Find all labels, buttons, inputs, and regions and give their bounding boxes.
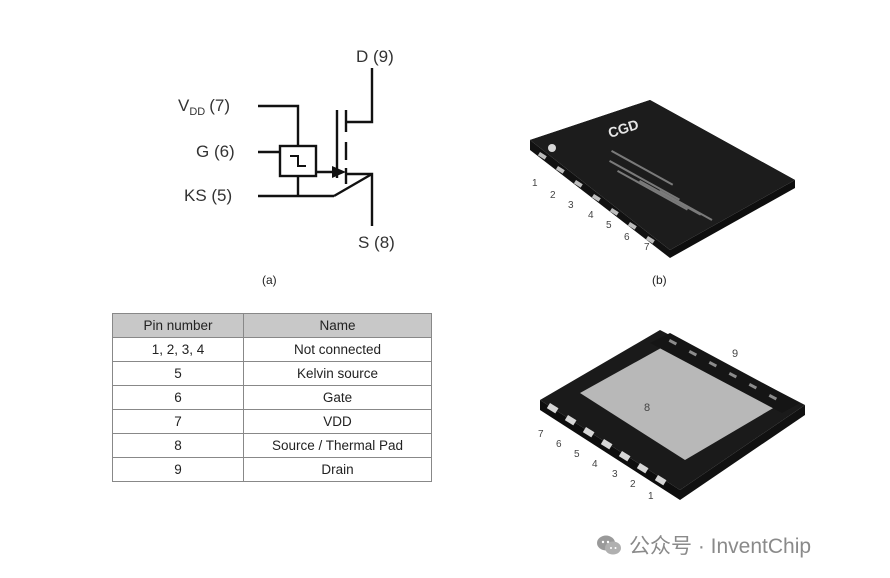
drain-wire xyxy=(346,68,374,124)
package-markings xyxy=(609,150,713,221)
svg-text:1: 1 xyxy=(648,491,654,502)
vdd-label: VDD(7) xyxy=(178,96,230,118)
caption-a: (a) xyxy=(262,273,277,287)
svg-text:1: 1 xyxy=(532,178,538,189)
vdd-wire xyxy=(258,104,300,146)
thermal-pad xyxy=(580,343,775,460)
table-row: 8 Source / Thermal Pad xyxy=(112,433,432,458)
pin-name-cell: VDD xyxy=(243,409,432,434)
pin-number-cell: 8 xyxy=(112,433,244,458)
pin-name-cell: Drain xyxy=(243,457,432,482)
table-row: 5 Kelvin source xyxy=(112,361,432,386)
table-row: 7 VDD xyxy=(112,409,432,434)
table-header-row: Pin number Name xyxy=(112,313,432,338)
svg-text:6: 6 xyxy=(624,232,630,243)
signal-leads xyxy=(546,403,667,486)
pin-name-cell: Not connected xyxy=(243,337,432,362)
pin-name-cell: Kelvin source xyxy=(243,361,432,386)
pin-name-cell: Source / Thermal Pad xyxy=(243,433,432,458)
pin-number-cell: 6 xyxy=(112,385,244,410)
drain-side-leads xyxy=(668,339,778,401)
drain-pad xyxy=(650,333,800,413)
svg-text:3: 3 xyxy=(568,200,574,211)
svg-text:3: 3 xyxy=(612,469,618,480)
top-pin-numbers: 1 2 3 4 5 6 7 xyxy=(532,178,650,253)
svg-text:5: 5 xyxy=(574,449,580,460)
table-row: 6 Gate xyxy=(112,385,432,410)
driver-symbol xyxy=(290,155,306,167)
package-top-surface xyxy=(530,100,795,250)
table-row: 9 Drain xyxy=(112,457,432,482)
header-name: Name xyxy=(243,313,432,338)
svg-text:4: 4 xyxy=(588,210,594,221)
svg-text:2: 2 xyxy=(630,479,636,490)
source-label: S (8) xyxy=(358,233,395,252)
table-row: 1, 2, 3, 4 Not connected xyxy=(112,337,432,362)
svg-text:7: 7 xyxy=(538,429,544,440)
pin-number-cell: 9 xyxy=(112,457,244,482)
svg-text:4: 4 xyxy=(592,459,598,470)
device-schematic: D (9) VDD(7) G (6) KS (5) S (8) (a) xyxy=(178,47,395,287)
caption-b: (b) xyxy=(652,273,667,287)
thermal-pad-label: 8 xyxy=(644,402,650,414)
svg-text:2: 2 xyxy=(550,190,556,201)
bottom-pin-numbers: 7 6 5 4 3 2 1 xyxy=(538,429,654,502)
package-bottom-view: 9 8 7 6 5 4 3 2 1 xyxy=(538,330,805,502)
drain-pad-label: 9 xyxy=(732,348,738,360)
package-top-view: CGD 1 2 3 4 5 6 7 (b) xyxy=(530,100,795,287)
svg-text:5: 5 xyxy=(606,220,612,231)
drain-label: D (9) xyxy=(356,47,394,66)
pin-table: Pin number Name 1, 2, 3, 4 Not connected… xyxy=(112,313,432,482)
channel-arrow xyxy=(332,166,346,178)
pin-name-cell: Gate xyxy=(243,385,432,410)
wechat-icon xyxy=(597,535,621,555)
pin-number-cell: 7 xyxy=(112,409,244,434)
header-pin-number: Pin number xyxy=(112,313,244,338)
svg-text:6: 6 xyxy=(556,439,562,450)
kelvin-source-label: KS (5) xyxy=(184,186,232,205)
pin-number-cell: 1, 2, 3, 4 xyxy=(112,337,244,362)
svg-text:7: 7 xyxy=(644,242,650,253)
pin-number-cell: 5 xyxy=(112,361,244,386)
watermark: 公众号 · InventChip xyxy=(595,530,811,560)
package-leads xyxy=(537,152,655,244)
pin1-marker xyxy=(548,144,556,152)
gate-label: G (6) xyxy=(196,142,235,161)
watermark-text: 公众号 · InventChip xyxy=(629,535,812,558)
kelvin-link xyxy=(333,172,373,198)
